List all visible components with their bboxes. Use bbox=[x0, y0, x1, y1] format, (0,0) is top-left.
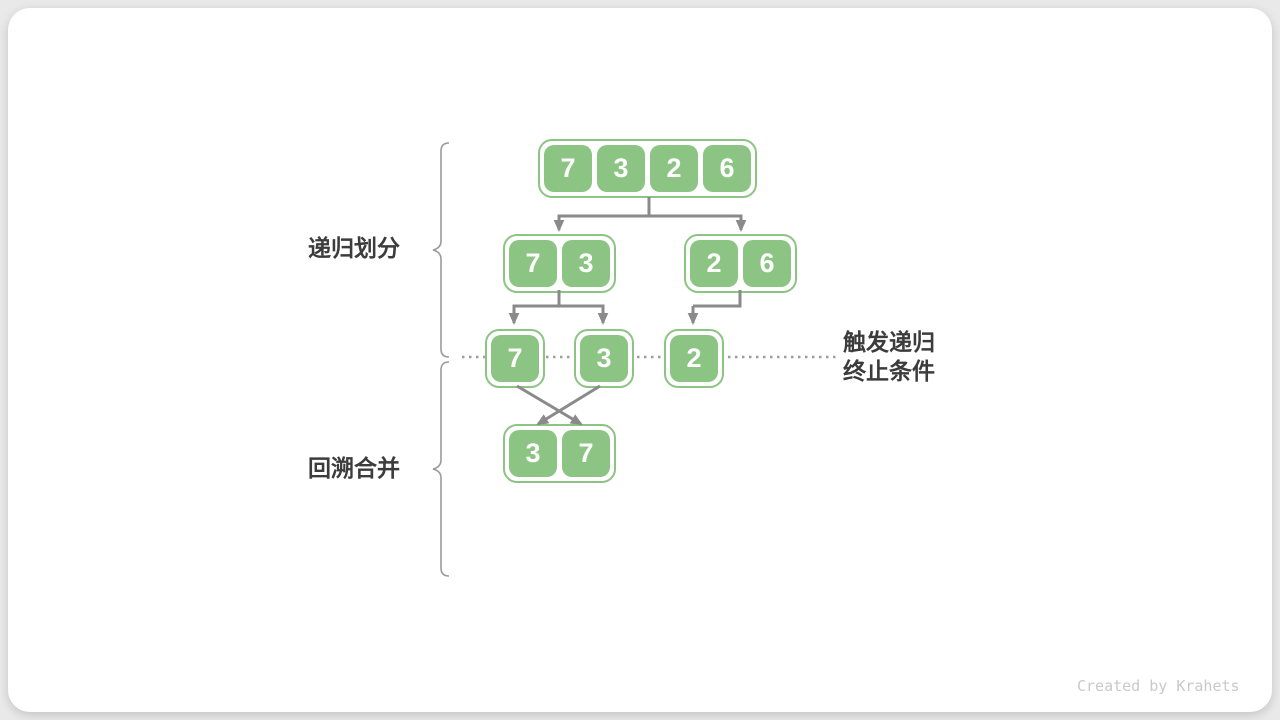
array-node-leaf-7: 7 bbox=[485, 329, 545, 388]
array-cell: 6 bbox=[743, 240, 791, 287]
array-node-leaf-3: 3 bbox=[574, 329, 634, 388]
array-node-merged: 3 7 bbox=[503, 424, 616, 483]
array-node-root: 7 3 2 6 bbox=[538, 139, 757, 198]
divide-phase-brace bbox=[432, 142, 450, 358]
array-cell: 7 bbox=[562, 430, 610, 477]
array-cell: 7 bbox=[544, 145, 592, 192]
termination-label-line2: 终止条件 bbox=[843, 358, 935, 384]
array-node-left-half: 7 3 bbox=[503, 234, 616, 293]
array-node-right-half: 2 6 bbox=[684, 234, 797, 293]
merge-cross-arrows bbox=[516, 384, 601, 426]
credit-watermark: Created by Krahets bbox=[1077, 677, 1240, 695]
array-cell: 7 bbox=[491, 335, 539, 382]
divide-phase-label: 递归划分 bbox=[308, 235, 400, 261]
array-cell: 3 bbox=[597, 145, 645, 192]
array-node-leaf-2: 2 bbox=[664, 329, 724, 388]
merge-phase-label: 回溯合并 bbox=[308, 455, 400, 481]
termination-label: 触发递归 终止条件 bbox=[843, 328, 935, 386]
split-connector-right bbox=[687, 290, 742, 325]
merge-phase-brace bbox=[432, 361, 450, 577]
array-cell: 7 bbox=[509, 240, 557, 287]
array-cell: 2 bbox=[650, 145, 698, 192]
array-cell: 2 bbox=[670, 335, 718, 382]
array-cell: 3 bbox=[562, 240, 610, 287]
array-cell: 3 bbox=[580, 335, 628, 382]
split-connector-root bbox=[553, 197, 747, 232]
array-cell: 2 bbox=[690, 240, 738, 287]
split-connector-left bbox=[508, 290, 609, 325]
array-cell: 3 bbox=[509, 430, 557, 477]
diagram-card bbox=[8, 8, 1272, 712]
array-cell: 6 bbox=[703, 145, 751, 192]
termination-label-line1: 触发递归 bbox=[843, 329, 935, 355]
